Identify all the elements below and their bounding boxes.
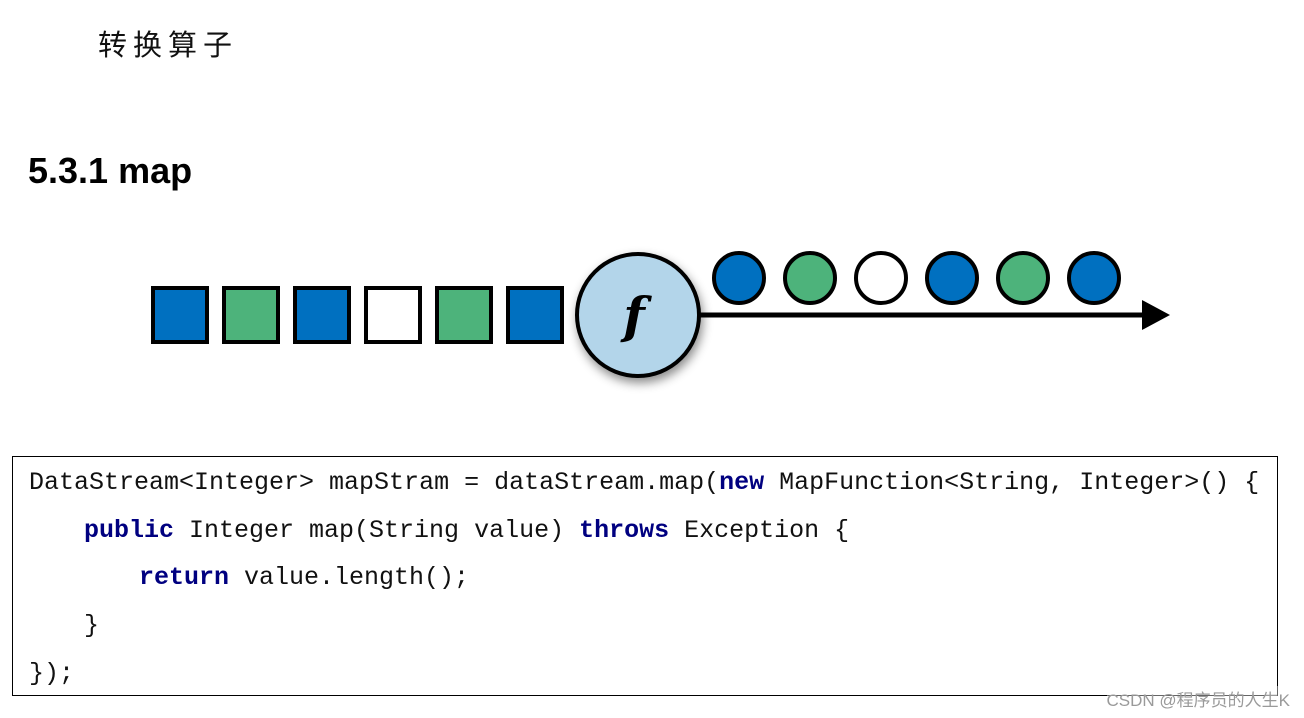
output-element-blue (925, 251, 979, 305)
code-text: DataStream<Integer> mapStram = dataStrea… (29, 468, 720, 497)
input-element-white (364, 286, 422, 344)
code-text: Integer map(String value) (174, 516, 580, 545)
input-element-blue (506, 286, 564, 344)
input-element-green (435, 286, 493, 344)
map-diagram: f (151, 251, 1170, 378)
input-element-blue (293, 286, 351, 344)
output-element-green (996, 251, 1050, 305)
arrow-head-icon (1142, 300, 1170, 330)
code-line-2: public Integer map(String value) throws … (84, 507, 849, 555)
output-element-blue (712, 251, 766, 305)
output-element-blue (1067, 251, 1121, 305)
code-keyword: new (719, 468, 765, 497)
output-element-green (783, 251, 837, 305)
code-line-3: return value.length(); (139, 554, 469, 602)
output-element-white (854, 251, 908, 305)
map-function-circle (575, 252, 701, 378)
code-line-4: } (84, 611, 100, 640)
code-keyword: return (139, 563, 230, 592)
code-line-5: }); (29, 659, 75, 688)
section-label: 转换算子 (98, 28, 239, 62)
code-keyword: throws (579, 516, 670, 545)
watermark: CSDN @程序员的人生K (1106, 686, 1290, 711)
section-heading: 5.3.1 map (28, 150, 193, 191)
input-element-green (222, 286, 280, 344)
code-text: Exception { (669, 516, 850, 545)
code-keyword: public (84, 516, 175, 545)
code-text: value.length(); (229, 563, 470, 592)
code-line-1: DataStream<Integer> mapStram = dataStrea… (29, 459, 1259, 507)
code-text: MapFunction<String, Integer>() { (764, 468, 1260, 497)
input-element-blue (151, 286, 209, 344)
code-block: DataStream<Integer> mapStram = dataStrea… (12, 456, 1278, 696)
